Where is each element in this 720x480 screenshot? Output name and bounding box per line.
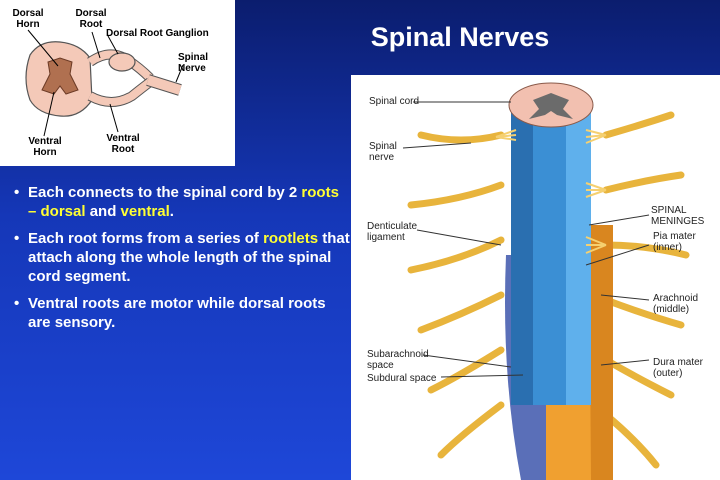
highlight-dorsal: dorsal [40, 203, 86, 220]
label-subdural-space: Subdural space [367, 373, 437, 384]
label-spinal-meninges: SPINAL MENINGES [651, 205, 705, 227]
label-dorsal-root: Dorsal Root [75, 8, 107, 30]
bullet-marker: • [14, 230, 20, 247]
spinal-meninges-diagram: Spinal cord Spinal nerve Denticulate lig… [351, 75, 720, 480]
cross-section-illustration [25, 29, 184, 137]
label-arachnoid: Arachnoid (middle) [653, 293, 699, 315]
bullet-marker: • [14, 295, 20, 312]
label-dorsal-root-ganglion: Dorsal Root Ganglion [106, 28, 209, 39]
spinal-meninges-illustration [402, 82, 690, 480]
cross-section-diagram: Dorsal Horn Dorsal Root Dorsal Root Gang… [0, 0, 235, 166]
label-spinal-nerve: Spinal nerve [369, 141, 397, 163]
label-ventral-horn: Ventral Horn [28, 136, 62, 158]
label-spinal-nerve: Spinal Nerve [178, 52, 209, 74]
label-dura-mater: Dura mater (outer) [653, 357, 704, 379]
label-denticulate-ligament: Denticulate ligament [367, 221, 418, 243]
label-subarachnoid-space: Subarachnoid space [367, 349, 429, 371]
bullet-item: • Ventral roots are motor while dorsal r… [14, 295, 326, 331]
label-spinal-cord: Spinal cord [369, 96, 420, 107]
label-dorsal-horn: Dorsal Horn [12, 8, 44, 30]
bullet-item: • Each connects to the spinal cord by 2 … [14, 184, 339, 220]
highlight-rootlets: rootlets [263, 230, 319, 247]
slide-title: Spinal Nerves [370, 22, 550, 52]
bullet-marker: • [14, 184, 20, 201]
bullet-list: • Each connects to the spinal cord by 2 … [10, 183, 350, 340]
label-pia-mater: Pia mater (inner) [653, 231, 696, 253]
highlight-roots: roots [301, 184, 339, 201]
label-ventral-root: Ventral Root [106, 133, 140, 155]
highlight-ventral: ventral [120, 203, 170, 220]
bullet-item: • Each root forms from a series of rootl… [14, 230, 350, 285]
